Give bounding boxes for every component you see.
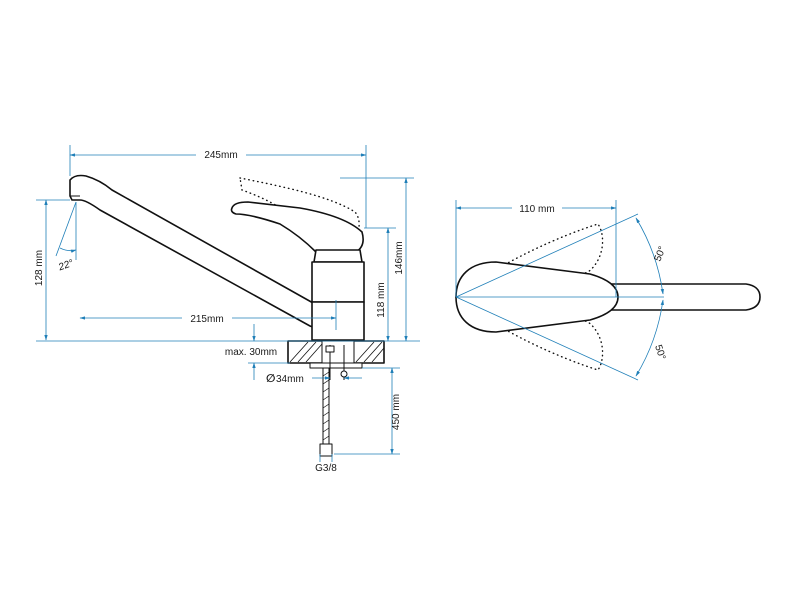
dim-hose-length: 450 mm [334,367,402,455]
dim-hole-diameter-label: 34mm [276,374,304,385]
dim-handle-length: 110 mm [455,200,617,297]
dim-overall-width-label: 245mm [204,150,237,161]
dim-body-height-label: 118 mm [376,282,387,317]
spout [69,174,329,329]
rotation-up-label: 50° [653,245,669,263]
deck-plate [287,340,385,380]
dim-body-height: 118 mm [364,227,396,342]
dim-total-height-label: 146mm [394,241,405,274]
diameter-symbol: ∅ [266,373,275,385]
rotation-down-label: 50° [652,344,667,362]
arc-rotation-down [635,299,664,377]
rotation-line-down [455,296,639,381]
thread-spec: G3/8 [315,454,337,474]
lever [230,201,364,255]
dim-spout-angle-label: 22° [56,258,75,274]
supply-hose [319,367,333,457]
dim-overall-width: 245mm [69,145,367,228]
faucet-body [311,249,365,341]
dim-hole-diameter: ∅ 34mm [266,373,362,385]
handle-rotated-up-outline [453,223,604,298]
dim-handle-length-label: 110 mm [519,204,554,215]
top-view: 110 mm 50° 50° [453,200,761,381]
rotation-line-up [455,213,639,298]
dim-spout-reach-label: 215mm [190,314,223,325]
side-view: 245mm 215mm 128 mm 22° 118 mm [34,145,420,474]
handle-rotated-down-outline [453,296,604,371]
dim-spout-reach: 215mm [79,300,337,330]
thread-spec-label: G3/8 [315,463,337,474]
dim-spout-height-label: 128 mm [34,250,45,286]
dim-hose-length-label: 450 mm [391,394,402,430]
dim-deck-thickness: max. 30mm [216,324,290,380]
dim-spout-angle: 22° [55,201,77,274]
arc-rotation-up [635,217,664,295]
dim-spout-height: 128 mm [34,199,70,341]
dim-deck-thickness-label: max. 30mm [225,347,277,358]
dim-total-height: 146mm [340,177,414,342]
